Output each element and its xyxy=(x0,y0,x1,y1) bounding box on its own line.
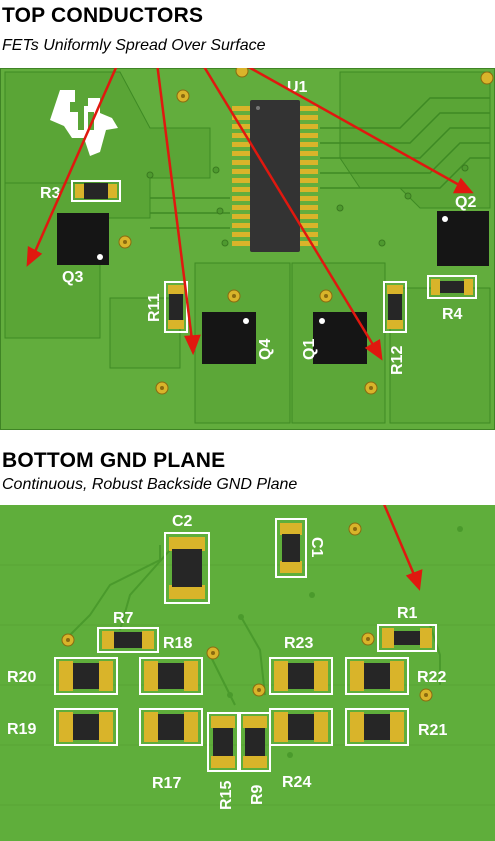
q3-label: Q3 xyxy=(62,269,83,286)
r9-label: R9 xyxy=(249,784,266,805)
r24-label: R24 xyxy=(282,774,311,791)
r23-label: R23 xyxy=(284,635,313,652)
r4-label: R4 xyxy=(442,306,463,323)
r15-label: R15 xyxy=(218,781,235,810)
r22-label: R22 xyxy=(417,669,446,686)
top-section-heading: TOP CONDUCTORS xyxy=(2,4,204,27)
r11-label: R11 xyxy=(146,293,163,322)
r17-label: R17 xyxy=(152,775,181,792)
r1-label: R1 xyxy=(397,605,418,622)
r7-label: R7 xyxy=(113,610,134,627)
q2-label: Q2 xyxy=(455,194,476,211)
bottom-pcb-image: C2 C1 R7 R18 R1 R20 R19 R17 R15 R9 R23 R… xyxy=(0,505,495,841)
r3-label: R3 xyxy=(40,185,61,202)
c2-label: C2 xyxy=(172,513,193,530)
r20-label: R20 xyxy=(7,669,36,686)
r18-label: R18 xyxy=(163,635,192,652)
bottom-section-heading: BOTTOM GND PLANE xyxy=(2,449,226,472)
r19-label: R19 xyxy=(7,721,36,738)
q4-label: Q4 xyxy=(257,339,274,360)
q1-label: Q1 xyxy=(301,339,318,360)
top-section-subtitle: FETs Uniformly Spread Over Surface xyxy=(2,37,266,54)
r21-label: R21 xyxy=(418,722,447,739)
r12-label: R12 xyxy=(389,346,406,375)
top-pcb-image: U1 R3 Q3 Q2 R4 R11 R12 Q4 Q1 xyxy=(0,68,495,430)
c1-label: C1 xyxy=(308,537,325,558)
bottom-section-subtitle: Continuous, Robust Backside GND Plane xyxy=(2,476,298,493)
